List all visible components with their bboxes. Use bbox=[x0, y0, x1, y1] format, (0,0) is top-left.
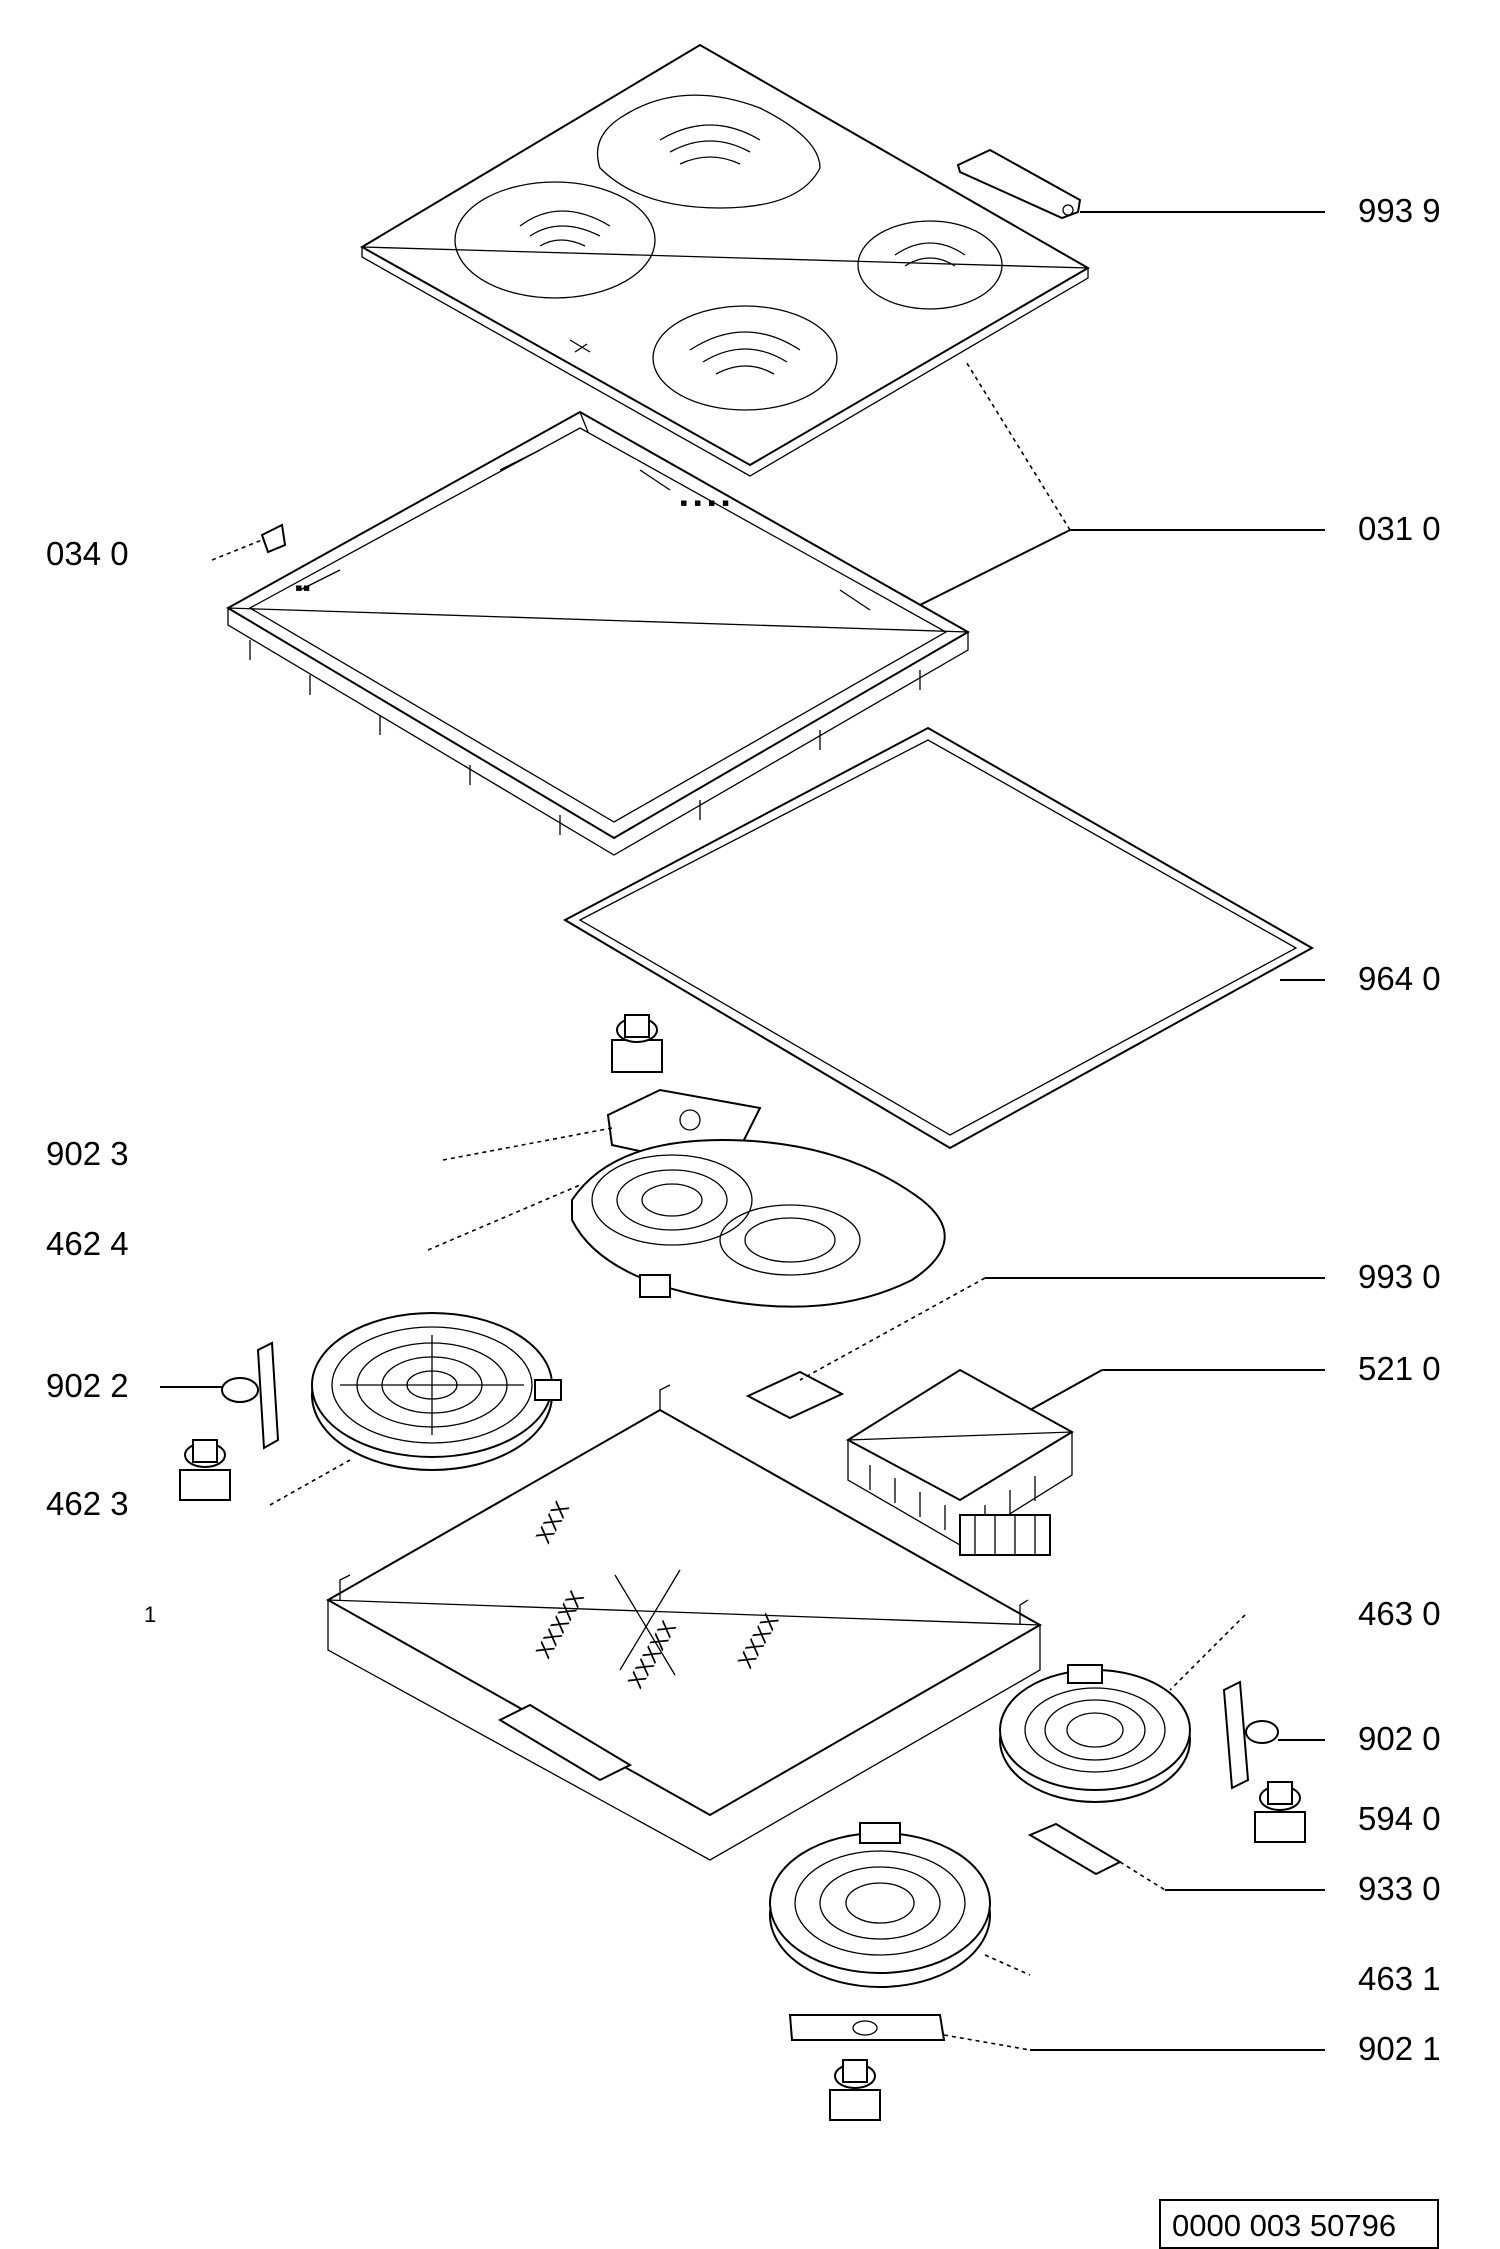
leader-lines bbox=[160, 211, 1325, 2051]
drawing-code: 0000 003 50796 bbox=[1172, 2208, 1396, 2243]
round-heating-element-462-3 bbox=[311, 1312, 562, 1471]
terminal-block-bottom bbox=[829, 2059, 881, 2121]
seal-gasket bbox=[562, 726, 1315, 1150]
terminal-block-left bbox=[179, 1439, 231, 1501]
terminal-block-top bbox=[611, 1014, 663, 1073]
bracket-902-0 bbox=[1222, 1680, 1279, 1790]
clip-933-0 bbox=[1027, 1822, 1123, 1876]
round-heating-element-463-1 bbox=[769, 1822, 991, 1988]
callout-933-0: 933 0 bbox=[1358, 1870, 1441, 1907]
cooktop-frame: ▪▪ ▪ ▪ ▪ ▪ bbox=[225, 410, 971, 856]
callout-902-1: 902 1 bbox=[1358, 2030, 1441, 2067]
base-tray: XXXXX XXXXX XXXX XXX bbox=[325, 1384, 1043, 1861]
callout-902-0: 902 0 bbox=[1358, 1720, 1441, 1757]
drawing-code-box: 0000 003 50796 bbox=[1159, 2199, 1439, 2249]
oval-heating-element-462-4 bbox=[571, 1138, 946, 1308]
round-heating-element-463-0 bbox=[999, 1664, 1191, 1803]
page-marker: 1 bbox=[144, 1602, 156, 1627]
callout-463-0: 463 0 bbox=[1358, 1595, 1441, 1632]
bracket-902-2 bbox=[221, 1341, 280, 1450]
callout-902-3: 902 3 bbox=[46, 1135, 129, 1172]
svg-text:▪ ▪ ▪ ▪: ▪ ▪ ▪ ▪ bbox=[680, 490, 730, 515]
callout-993-0: 993 0 bbox=[1358, 1258, 1441, 1295]
callout-993-9: 993 9 bbox=[1358, 192, 1441, 229]
ceramic-glass-top bbox=[360, 43, 1090, 477]
callout-594-0: 594 0 bbox=[1358, 1800, 1441, 1837]
callout-031-0: 031 0 bbox=[1358, 510, 1441, 547]
callout-labels: 993 9 031 0 034 0 964 0 902 3 462 4 993 … bbox=[46, 192, 1441, 2067]
callout-521-0: 521 0 bbox=[1358, 1350, 1441, 1387]
callout-462-4: 462 4 bbox=[46, 1225, 129, 1262]
callout-034-0: 034 0 bbox=[46, 535, 129, 572]
bracket-993-0 bbox=[745, 1370, 845, 1420]
callout-902-2: 902 2 bbox=[46, 1367, 129, 1404]
terminal-block-594-0 bbox=[1254, 1781, 1306, 1843]
callout-964-0: 964 0 bbox=[1358, 960, 1441, 997]
callout-462-3: 462 3 bbox=[46, 1485, 129, 1522]
svg-text:▪▪: ▪▪ bbox=[295, 575, 311, 600]
callout-463-1: 463 1 bbox=[1358, 1960, 1441, 1997]
bracket-902-1 bbox=[788, 2014, 946, 2041]
terminal-box-521-0 bbox=[846, 1368, 1074, 1556]
